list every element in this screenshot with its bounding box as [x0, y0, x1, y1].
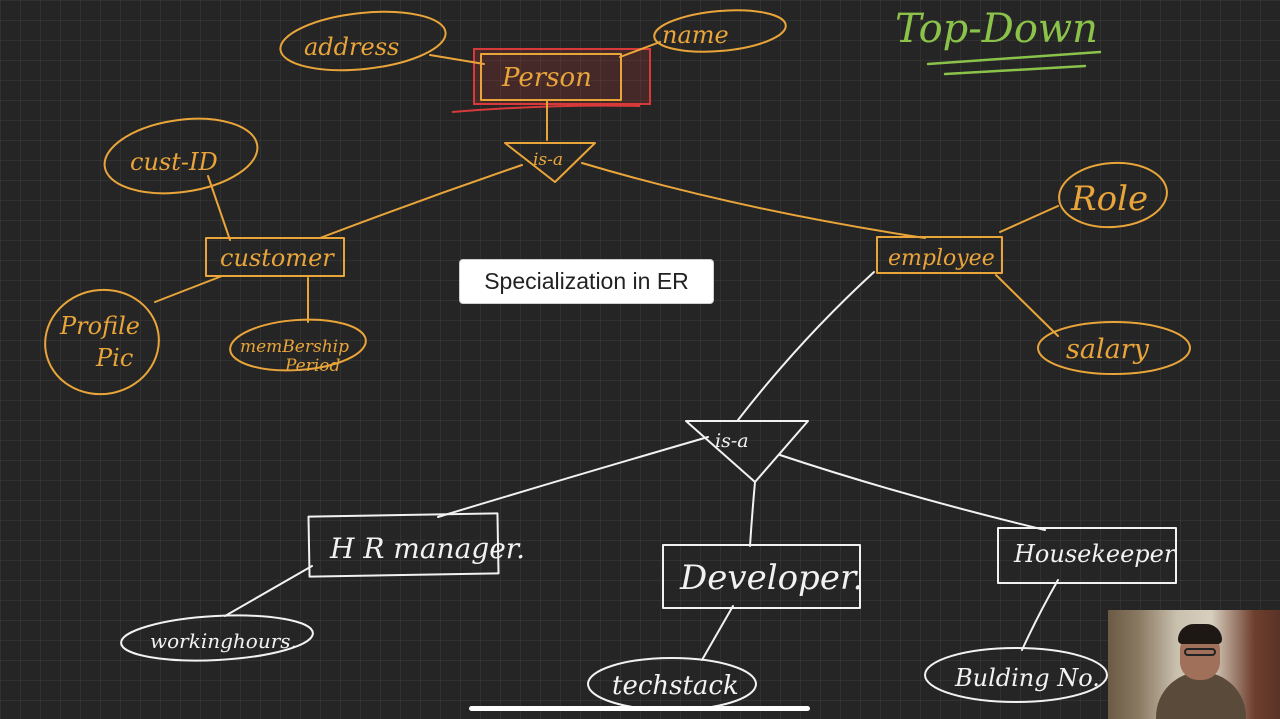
- line-employee-isa: [737, 271, 875, 421]
- attribute-address: address: [279, 10, 447, 72]
- attribute-name: name: [653, 9, 787, 53]
- video-caption: Specialization in ER: [459, 259, 714, 304]
- attribute-cust-id-label: cust-ID: [130, 148, 218, 176]
- entity-hr-manager-label: H R manager.: [329, 532, 525, 565]
- line-isa-customer: [319, 164, 523, 239]
- heading-top-down: Top-Down: [895, 6, 1098, 52]
- line-techstack-developer: [701, 605, 734, 661]
- attribute-salary-label: salary: [1066, 334, 1150, 365]
- line-buildingno-housekeeper: [1021, 579, 1059, 651]
- attribute-role-label: Role: [1070, 179, 1148, 219]
- line-address-person: [429, 54, 485, 65]
- line-isa-employee: [581, 162, 926, 239]
- heading-underline: [926, 50, 1102, 76]
- relationship-top-isa-label: is-a: [533, 150, 563, 170]
- line-role-employee: [999, 205, 1059, 233]
- attribute-profile-pic-label-2: Pic: [95, 344, 133, 372]
- attribute-name-label: name: [662, 21, 729, 49]
- attribute-building-no: Bulding No.: [924, 647, 1108, 703]
- entity-customer-label: customer: [220, 244, 335, 272]
- entity-employee-label: employee: [888, 246, 995, 271]
- line-isa-hrmanager: [437, 436, 709, 518]
- attribute-cust-id: cust-ID: [103, 117, 259, 195]
- attribute-membership-label-2: Period: [284, 356, 341, 376]
- line-isa-developer: [749, 481, 756, 547]
- attribute-membership-period: memBership Period: [229, 318, 367, 376]
- entity-developer-label: Developer.: [679, 558, 863, 598]
- entity-developer: Developer.: [662, 544, 863, 609]
- entity-person: Person: [473, 48, 651, 105]
- relationship-employee-isa: is-a: [685, 420, 809, 483]
- relationship-employee-isa-label: is-a: [715, 430, 749, 452]
- entity-housekeeper: Housekeeper: [997, 527, 1177, 584]
- relationship-top-isa: is-a: [504, 142, 596, 183]
- entity-employee: employee: [876, 236, 1003, 274]
- entity-housekeeper-label: Housekeeper: [1013, 540, 1177, 568]
- attribute-membership-label-1: memBership: [240, 337, 349, 357]
- line-custid-customer: [207, 175, 231, 241]
- entity-hr-manager: H R manager.: [307, 512, 525, 578]
- attribute-working-hours-label: workinghours.: [150, 629, 297, 653]
- line-profilepic-customer: [154, 275, 223, 303]
- attribute-profile-pic: Profile Pic: [44, 288, 160, 396]
- attribute-working-hours: workinghours.: [120, 614, 314, 662]
- presenter-webcam-icon: [1108, 610, 1280, 719]
- line-salary-employee: [995, 274, 1059, 337]
- line-name-person: [619, 41, 661, 58]
- presenter-hair: [1178, 624, 1222, 644]
- attribute-salary: salary: [1037, 321, 1191, 375]
- line-workinghours-hrmanager: [224, 565, 313, 617]
- playback-progress-bar[interactable]: [469, 706, 810, 711]
- attribute-building-no-label: Bulding No.: [954, 664, 1100, 692]
- presenter-glasses: [1184, 648, 1216, 656]
- attribute-tech-stack-label: techstack: [612, 671, 739, 701]
- line-isa-housekeeper: [779, 454, 1046, 531]
- attribute-address-label: address: [304, 33, 399, 61]
- entity-person-label: Person: [501, 63, 592, 93]
- attribute-role: Role: [1058, 161, 1168, 229]
- entity-customer: customer: [205, 237, 345, 277]
- attribute-tech-stack: techstack: [587, 657, 757, 711]
- attribute-profile-pic-label-1: Profile: [59, 312, 140, 340]
